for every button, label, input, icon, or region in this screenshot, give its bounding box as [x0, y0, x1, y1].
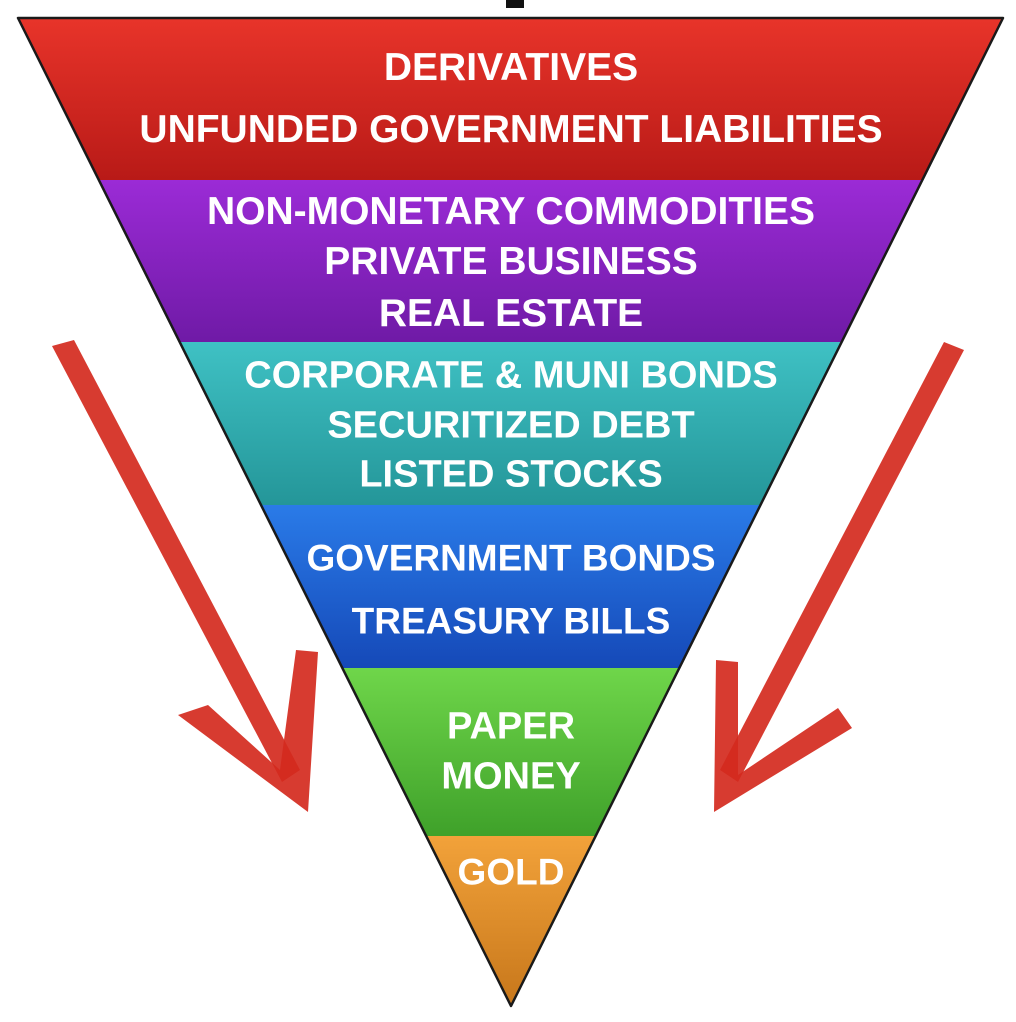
- arrows-layer: [52, 340, 964, 812]
- cropped-title-fragment: [506, 0, 524, 8]
- pyramid-border: [16, 16, 1005, 1008]
- tier-derivatives: [18, 18, 1003, 180]
- right-arrow-shaft: [720, 342, 964, 782]
- right-arrow-icon: [714, 342, 964, 812]
- tier-government-label-2: TREASURY BILLS: [352, 600, 671, 641]
- tier-non-monetary-label-1: NON-MONETARY COMMODITIES: [207, 190, 815, 233]
- tier-derivatives-label-2: UNFUNDED GOVERNMENT LIABILITIES: [139, 108, 882, 151]
- tier-corporate: [179, 342, 842, 505]
- left-arrow-shaft: [52, 340, 300, 782]
- left-arrow-head: [178, 650, 318, 812]
- tier-non-monetary-label-3: REAL ESTATE: [379, 292, 643, 335]
- tier-government: [261, 505, 761, 668]
- pyramid-outline: [16, 0, 1005, 1008]
- tier-derivatives-label-1: DERIVATIVES: [384, 46, 638, 89]
- tiers-layer: [18, 18, 1003, 1006]
- right-arrow-head: [714, 660, 852, 812]
- tier-gold-label-1: GOLD: [458, 851, 565, 892]
- labels-layer: DERIVATIVES UNFUNDED GOVERNMENT LIABILITI…: [139, 46, 882, 892]
- tier-paper-money: [342, 668, 680, 836]
- tier-gold: [426, 836, 596, 1006]
- tier-government-label-1: GOVERNMENT BONDS: [306, 537, 715, 578]
- left-arrow-icon: [52, 340, 318, 812]
- tier-paper-money-label-2: MONEY: [441, 756, 580, 798]
- tier-non-monetary: [98, 180, 923, 342]
- tier-corporate-label-3: LISTED STOCKS: [359, 454, 662, 496]
- tier-paper-money-label-1: PAPER: [447, 706, 575, 748]
- tier-corporate-label-1: CORPORATE & MUNI BONDS: [244, 355, 777, 397]
- tier-non-monetary-label-2: PRIVATE BUSINESS: [324, 240, 697, 283]
- tier-corporate-label-2: SECURITIZED DEBT: [327, 405, 694, 447]
